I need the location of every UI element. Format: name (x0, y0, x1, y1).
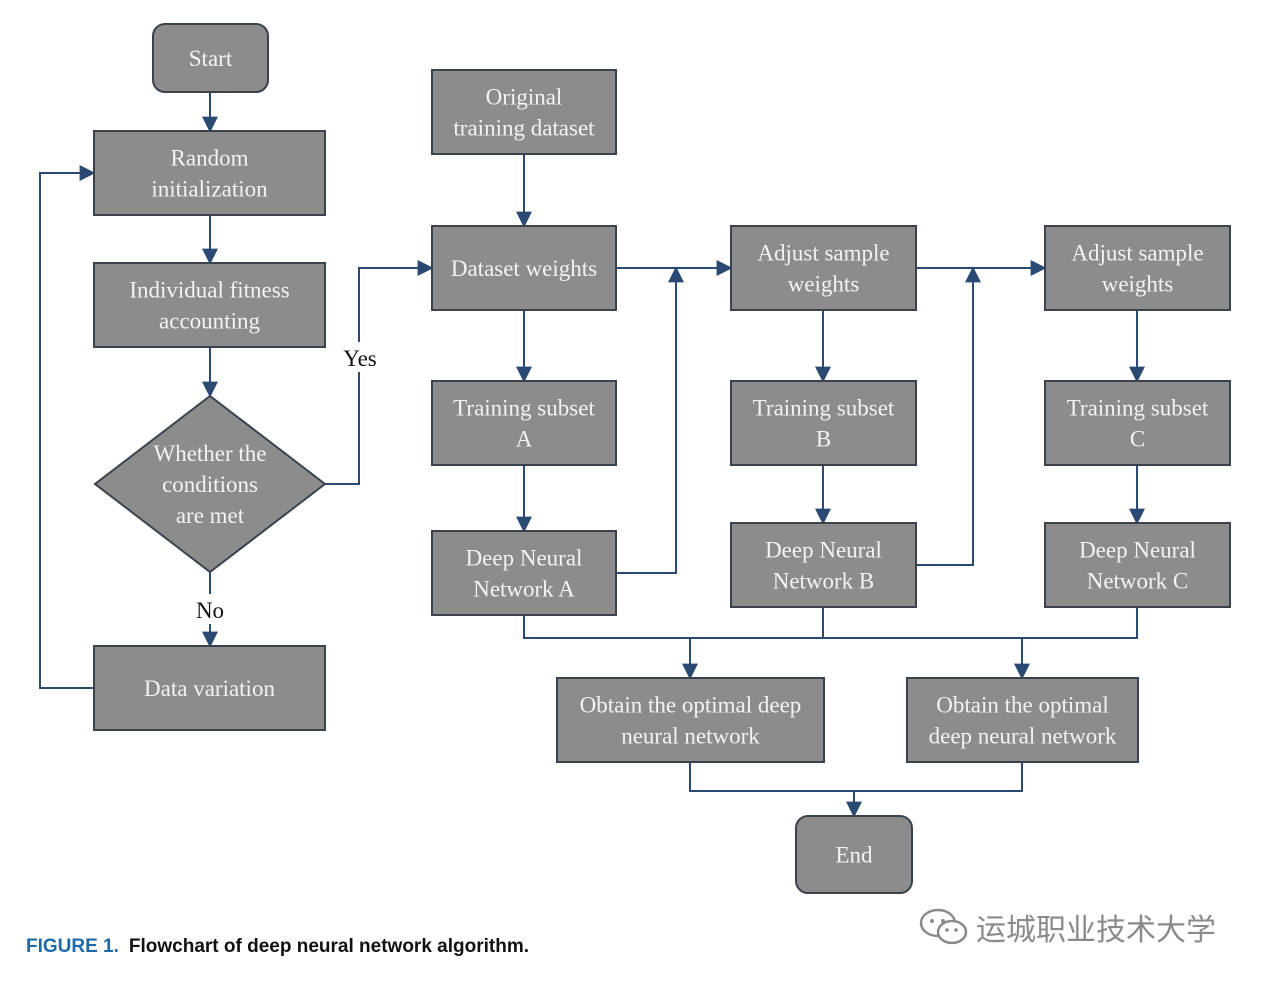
edge-condition-to-dataset-weights (325, 260, 434, 485)
node-label-line: Data variation (144, 676, 275, 701)
process-box (556, 677, 825, 763)
watermark: 运城职业技术大学 (918, 905, 1216, 949)
edge-optimal-2-to-end (854, 762, 1023, 792)
node-variation: Data variation (93, 645, 326, 731)
node-label-line: End (835, 843, 873, 868)
node-label-line: Random (171, 146, 249, 171)
node-label-line: Obtain the optimal (936, 693, 1108, 718)
process-box (1044, 522, 1231, 608)
node-label-line: Training subset (453, 396, 595, 421)
edge-dnn-b-to-optimal-2 (823, 637, 1030, 680)
node-label-line: Original (486, 85, 563, 110)
node-label-line: A (516, 427, 533, 452)
edge-dnn-c-to-optimal-2 (1022, 607, 1138, 639)
node-condition: Whether the conditions are met (93, 394, 327, 574)
node-optimal-2: Obtain the optimal deep neural network (906, 677, 1139, 763)
caption-text: Flowchart of deep neural network algorit… (128, 936, 530, 957)
node-label-line: Deep Neural (1079, 538, 1196, 563)
node-label-line: Adjust sample (757, 241, 889, 266)
process-box (1044, 380, 1231, 466)
process-box (906, 677, 1139, 763)
node-label-line: weights (1102, 272, 1174, 297)
node-label-line: are met (176, 503, 245, 528)
terminal-shape (795, 815, 913, 894)
node-label-line: Deep Neural (466, 546, 583, 571)
figure-caption: FIGURE 1. Flowchart of deep neural networ… (26, 936, 529, 958)
process-box (431, 225, 617, 311)
node-fitness: Individual fitness accounting (93, 262, 326, 348)
node-label-line: accounting (159, 309, 260, 334)
node-label-line: Network A (473, 577, 575, 602)
node-label-line: Individual fitness (129, 278, 289, 303)
edge-dnn-b-to-optimal-1 (690, 607, 824, 639)
node-label-line: initialization (151, 177, 268, 202)
process-box (431, 69, 617, 155)
node-label-line: Network C (1087, 569, 1189, 594)
wechat-icon (919, 908, 968, 945)
edge-label-bg (338, 342, 382, 372)
process-box (431, 380, 617, 466)
edge-variation-to-random-init (39, 165, 96, 689)
node-label-line: Training subset (1067, 396, 1209, 421)
decision-diamond (93, 394, 327, 574)
node-label-line: Whether the (153, 441, 266, 466)
node-label-line: Adjust sample (1071, 241, 1203, 266)
node-end: End (795, 815, 913, 894)
node-label-line: C (1130, 427, 1145, 452)
process-box (1044, 225, 1231, 311)
edge-dnn-b-to-adjust-c (916, 266, 981, 566)
node-label-line: B (816, 427, 831, 452)
edge-label-no: No (196, 598, 224, 623)
process-box (730, 225, 917, 311)
node-adjust-c: Adjust sample weights (1044, 225, 1231, 311)
node-label-line: training dataset (453, 116, 595, 141)
node-label-line: deep neural network (929, 724, 1117, 749)
node-label-line: Start (189, 46, 233, 71)
terminal-shape (152, 23, 269, 93)
edge-optimal-1-to-end (689, 762, 862, 818)
watermark-text: 运城职业技术大学 (976, 913, 1216, 948)
process-box (93, 130, 326, 216)
node-label-line: conditions (162, 472, 258, 497)
figure-label: FIGURE 1. (26, 936, 119, 957)
edge-label-yes: Yes (343, 346, 377, 371)
node-label-line: Network B (773, 569, 875, 594)
node-label-line: Deep Neural (765, 538, 882, 563)
process-box (730, 522, 917, 608)
node-adjust-b: Adjust sample weights (730, 225, 917, 311)
node-label-line: weights (788, 272, 860, 297)
node-label-line: neural network (621, 724, 760, 749)
node-label-line: Training subset (753, 396, 895, 421)
node-label-line: Obtain the optimal deep (580, 693, 802, 718)
process-box (93, 645, 326, 731)
node-start: Start (152, 23, 269, 93)
process-box (93, 262, 326, 348)
node-random-init: Random initialization (93, 130, 326, 216)
node-dataset-weights: Dataset weights (431, 225, 617, 311)
process-box (730, 380, 917, 466)
edge-label-bg (188, 594, 232, 624)
node-original: Original training dataset (431, 69, 617, 155)
edge-dnn-a-to-adjust-b (616, 266, 684, 574)
node-label-line: Dataset weights (451, 256, 597, 281)
node-optimal-1: Obtain the optimal deep neural network (556, 677, 825, 763)
process-box (431, 530, 617, 616)
edge-dnn-a-to-optimal-1 (523, 615, 698, 680)
